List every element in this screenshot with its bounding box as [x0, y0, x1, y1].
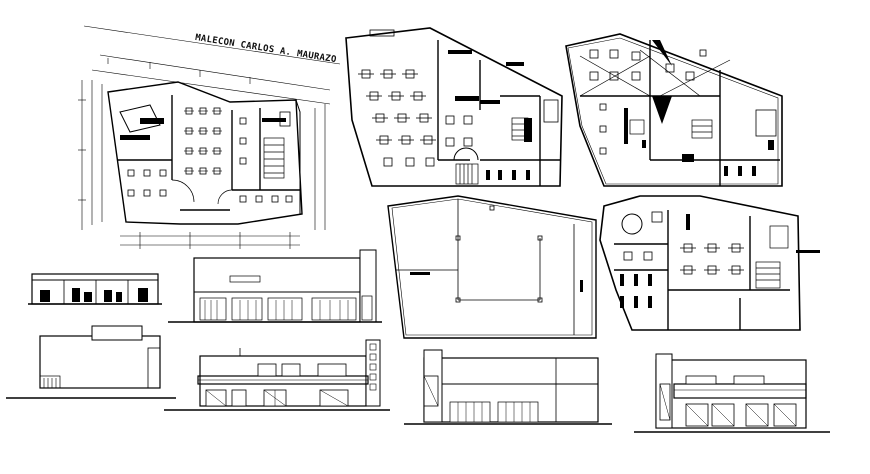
elevation-side-b [6, 325, 176, 399]
dining-tables [623, 243, 744, 275]
elevation-side-e [634, 353, 830, 433]
elevation-front-c [164, 339, 390, 411]
section-interior-small [28, 273, 162, 305]
plan-ground-floor-dimensioned [78, 25, 341, 249]
plan-structural-empty [387, 195, 597, 339]
dimension-lines [78, 25, 341, 249]
plan-restaurant-upper [345, 27, 563, 187]
plan-dining-third [599, 195, 820, 331]
elevation-rear-d [404, 349, 612, 425]
elevation-front-a [168, 249, 382, 323]
dining-tables [358, 69, 473, 167]
dining-tables [589, 49, 707, 155]
dining-tables [127, 107, 293, 203]
plan-restaurant-second [565, 33, 783, 187]
